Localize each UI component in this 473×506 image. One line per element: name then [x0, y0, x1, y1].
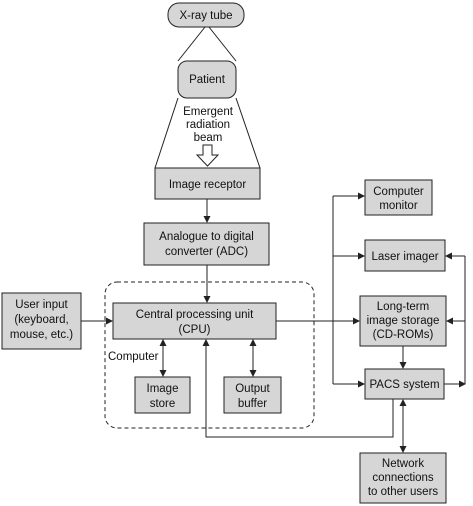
- computer-monitor-node: Computer monitor: [364, 179, 433, 216]
- beam-cone-left-lower: [154, 97, 179, 169]
- image-receptor-node: Image receptor: [154, 167, 261, 200]
- pacs-system-node: PACS system: [364, 368, 445, 400]
- output-buffer-label-line-1: Output: [235, 383, 270, 395]
- network-label-line-2: connections: [372, 472, 434, 484]
- beam-label-line-3: beam: [194, 132, 223, 144]
- pacs-system-label: PACS system: [369, 379, 439, 391]
- long-term-storage-node: Long-term image storage (CD-ROMs): [359, 295, 447, 347]
- arrow-pacs-to-cpu: [202, 339, 394, 438]
- beam-cone-right-lower: [235, 97, 261, 169]
- patient-label: Patient: [189, 74, 226, 86]
- beam-label-line-2: radiation: [186, 119, 230, 131]
- long-term-storage-label-line-1: Long-term: [377, 301, 429, 313]
- cpu-label-line-2: (CPU): [179, 324, 211, 336]
- long-term-storage-label-line-3: (CD-ROMs): [373, 329, 434, 341]
- beam-cone-left-upper: [177, 26, 206, 62]
- emergent-beam-label: Emergent radiation beam: [183, 106, 234, 144]
- adc-label-line-1: Analogue to digital: [159, 231, 254, 243]
- beam-label-line-1: Emergent: [183, 106, 234, 118]
- image-receptor-label: Image receptor: [169, 179, 247, 191]
- image-store-label-line-2: store: [150, 398, 176, 410]
- computer-monitor-label-line-1: Computer: [373, 186, 424, 198]
- beam-hollow-arrow: [195, 144, 220, 167]
- network-connections-node: Network connections to other users: [359, 452, 447, 504]
- computer-monitor-label-line-2: monitor: [379, 200, 418, 212]
- cpu-node: Central processing unit (CPU): [112, 302, 277, 340]
- output-buffer-node: Output buffer: [223, 376, 282, 414]
- image-store-node: Image store: [134, 376, 191, 414]
- user-input-label-line-1: User input: [15, 299, 68, 311]
- network-label-line-3: to other users: [368, 486, 439, 498]
- beam-cone-right-upper: [208, 26, 237, 62]
- laser-imager-node: Laser imager: [364, 239, 446, 272]
- long-term-storage-label-line-2: image storage: [367, 315, 440, 327]
- x-ray-tube-node: X-ray tube: [167, 2, 245, 28]
- patient-node: Patient: [177, 60, 237, 99]
- user-input-label-line-3: mouse, etc.): [10, 329, 73, 341]
- user-input-node: User input (keyboard, mouse, etc.): [1, 292, 82, 350]
- network-label-line-1: Network: [382, 458, 424, 470]
- image-store-label-line-1: Image: [147, 383, 179, 395]
- output-buffer-label-line-2: buffer: [238, 398, 267, 410]
- computer-label: Computer: [108, 351, 159, 363]
- laser-imager-label: Laser imager: [371, 251, 438, 263]
- cpu-label-line-1: Central processing unit: [136, 309, 254, 321]
- user-input-label-line-2: (keyboard,: [14, 314, 68, 326]
- adc-node: Analogue to digital converter (ADC): [143, 222, 270, 266]
- x-ray-tube-label: X-ray tube: [179, 10, 232, 22]
- adc-label-line-2: converter (ADC): [165, 246, 248, 258]
- computer-boundary: [104, 281, 315, 429]
